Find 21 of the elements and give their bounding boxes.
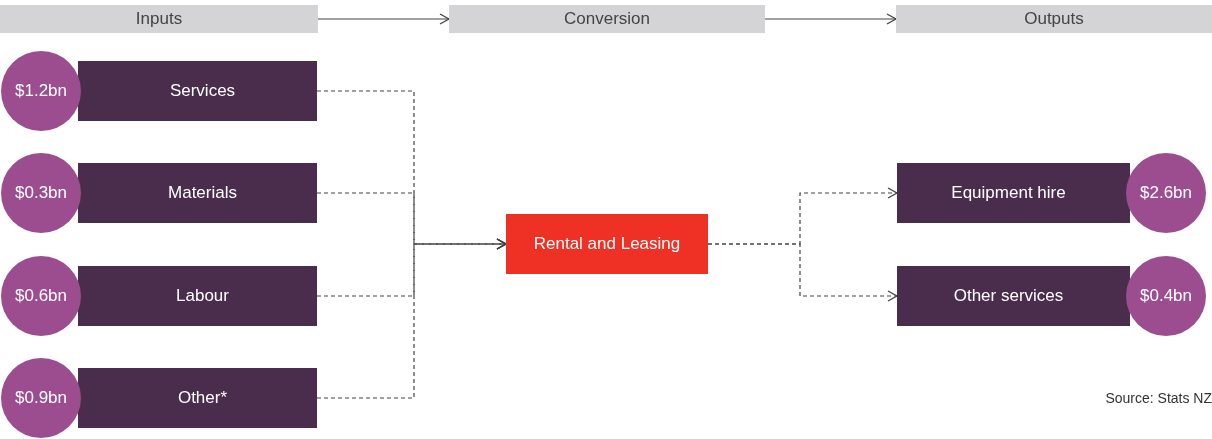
category-bar: Other* [78, 368, 317, 428]
arrow [317, 13, 450, 25]
arrow [707, 243, 898, 302]
value-circle: $2.6bn [1126, 153, 1206, 233]
header-band: Outputs [896, 5, 1212, 33]
category-bar: Materials [78, 163, 317, 223]
arrow [764, 13, 897, 25]
source-note: Source: Stats NZ [1105, 390, 1212, 406]
value-circle: $0.6bn [1, 256, 81, 336]
value-circle: $0.3bn [1, 153, 81, 233]
arrow [316, 238, 507, 399]
value-circle: $0.9bn [1, 358, 81, 438]
category-bar: Other services [897, 266, 1130, 326]
header-band: Inputs [0, 5, 318, 33]
category-bar: Services [78, 61, 317, 121]
value-circle: $1.2bn [1, 51, 81, 131]
value-circle: $0.4bn [1126, 256, 1206, 336]
header-band: Conversion [449, 5, 765, 33]
category-bar: Equipment hire [897, 163, 1130, 223]
category-bar: Labour [78, 266, 317, 326]
process-box: Rental and Leasing [506, 214, 708, 274]
